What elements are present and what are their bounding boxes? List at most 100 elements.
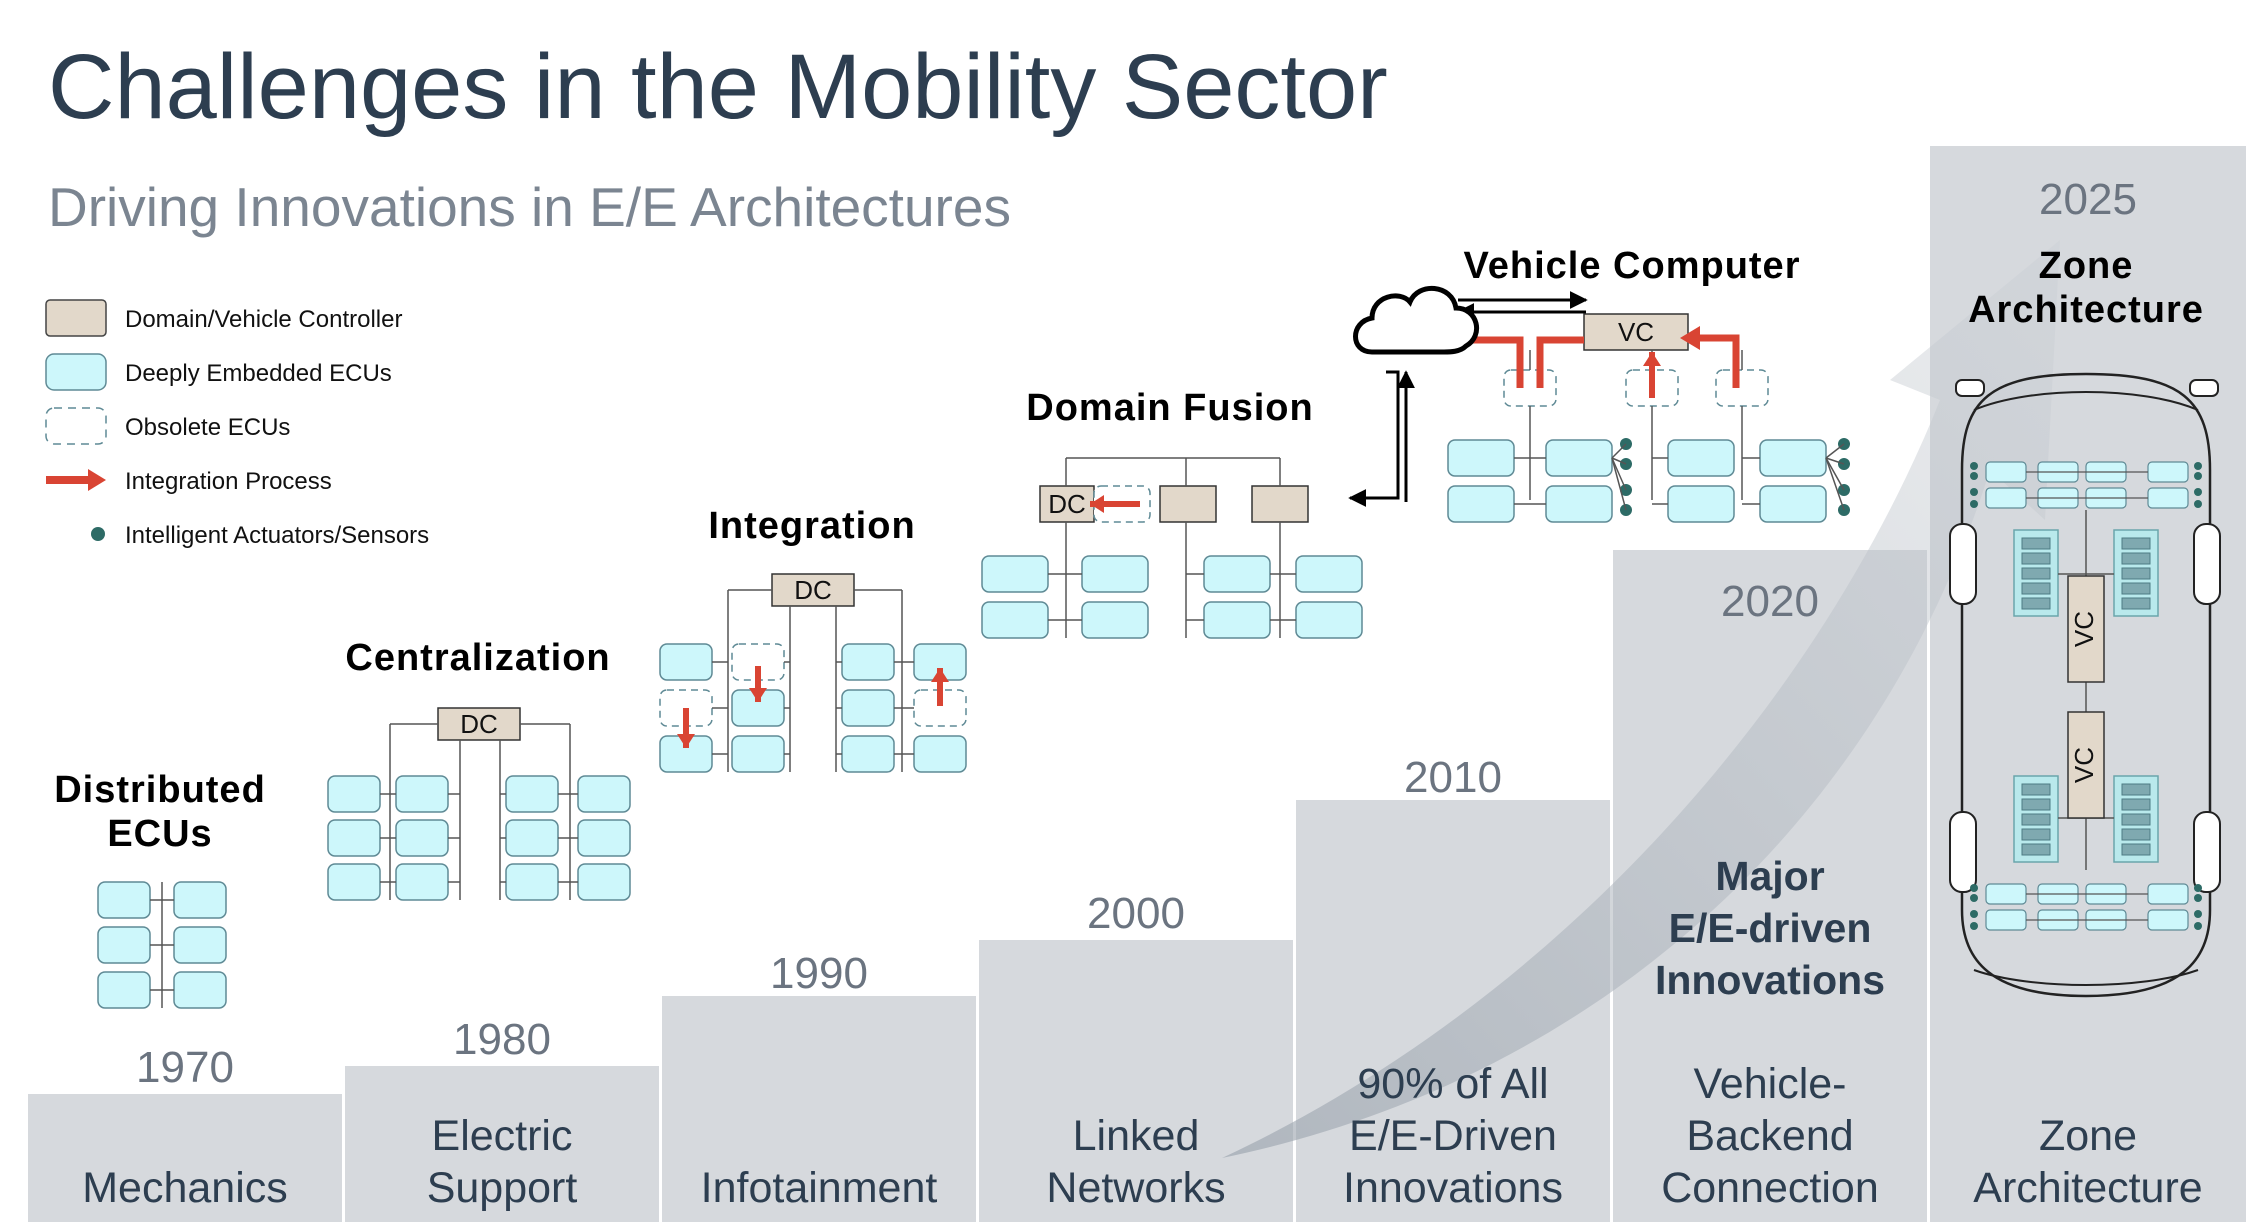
zone-ecu-box xyxy=(1985,461,2027,483)
integration-arrow xyxy=(1690,334,1740,388)
stage-title: ECUs xyxy=(107,813,212,855)
legend-ecu-box xyxy=(45,353,107,391)
zone-controller-slot xyxy=(2121,783,2151,796)
ecu-box xyxy=(1295,601,1363,639)
era-label: 90% of All xyxy=(1357,1060,1548,1108)
controller-label: DC xyxy=(794,575,832,605)
sensor-dot xyxy=(1970,488,1978,496)
sensor-dot xyxy=(2194,472,2202,480)
integration-arrow-head xyxy=(677,734,695,748)
ecu-box xyxy=(1081,555,1149,593)
zone-controller-slot xyxy=(2121,582,2151,595)
ecu-box xyxy=(1667,485,1735,523)
sensor-dot xyxy=(2194,488,2202,496)
year-label: 2020 xyxy=(1721,577,1819,626)
step-bar-1980 xyxy=(345,1066,659,1222)
ecu-box xyxy=(173,926,227,964)
ecu-box xyxy=(97,881,151,919)
controller-label: DC xyxy=(460,709,498,739)
obsolete-ecu-box xyxy=(1503,369,1557,407)
year-label: 1970 xyxy=(136,1043,234,1092)
cloud-icon xyxy=(1353,285,1479,355)
step-bar-1990 xyxy=(662,996,976,1222)
era-label: Architecture xyxy=(1973,1164,2202,1212)
page-subtitle: Driving Innovations in E/E Architectures xyxy=(48,176,1011,238)
zone-controller-slot xyxy=(2121,813,2151,826)
vehicle-computer-box xyxy=(2067,575,2105,683)
ecu-box xyxy=(577,775,631,813)
vehicle-computer-label: VC xyxy=(2069,747,2099,783)
ecu-box xyxy=(395,863,449,901)
ecu-box xyxy=(1447,439,1515,477)
bus-line xyxy=(1611,443,1627,459)
car-body xyxy=(1960,372,2212,998)
zone-controller-slot xyxy=(2121,552,2151,565)
car-mirror xyxy=(2189,379,2219,397)
legend-item-label: Integration Process xyxy=(125,468,332,495)
bus-line xyxy=(1825,457,1845,511)
vehicle-computer-box xyxy=(2067,711,2105,819)
era-label: E/E-Driven xyxy=(1349,1112,1557,1160)
ecu-box xyxy=(1759,439,1827,477)
year-label: 1990 xyxy=(770,949,868,998)
ecu-box xyxy=(841,689,895,727)
ecu-box xyxy=(505,819,559,857)
era-label: Connection xyxy=(1661,1164,1879,1212)
ecu-box xyxy=(505,775,559,813)
era-label: Vehicle- xyxy=(1694,1060,1847,1108)
year-label: 2000 xyxy=(1087,889,1185,938)
ecu-box xyxy=(731,735,785,773)
integration-arrow-head xyxy=(1090,495,1104,513)
zone-controller-slot xyxy=(2021,783,2051,796)
ecu-box xyxy=(981,555,1049,593)
zone-ecu-box xyxy=(2147,487,2189,509)
zone-ecu-box xyxy=(1985,883,2027,905)
ecu-box xyxy=(173,881,227,919)
step-bar-1970 xyxy=(28,1094,342,1222)
backend-arrow xyxy=(1348,370,1400,507)
timeline-labels: 1970Mechanics1980ElectricSupport1990Info… xyxy=(54,175,2203,1212)
car-hood-line xyxy=(1973,391,2199,411)
ecu-box xyxy=(327,863,381,901)
zone-controller-slot xyxy=(2121,537,2151,550)
zone-controller-slot xyxy=(2021,537,2051,550)
sensor-dot xyxy=(1970,910,1978,918)
integration-arrow xyxy=(1536,336,1584,388)
era-label: Backend xyxy=(1686,1112,1853,1160)
stage-title: Distributed xyxy=(54,769,266,811)
ecu-box xyxy=(97,971,151,1009)
car-wheel xyxy=(1949,811,1977,893)
ecu-box xyxy=(505,863,559,901)
zone-controller-slot xyxy=(2121,597,2151,610)
ecu-box xyxy=(395,819,449,857)
year-label: 1980 xyxy=(453,1015,551,1064)
zone-controller-slot xyxy=(2021,798,2051,811)
era-label: Linked xyxy=(1073,1112,1200,1160)
ecu-box xyxy=(1203,555,1271,593)
sensor-dot xyxy=(1970,894,1978,902)
sensor-dot xyxy=(2194,462,2202,470)
legend-item-label: Domain/Vehicle Controller xyxy=(125,306,402,333)
zone-controller-slot xyxy=(2021,582,2051,595)
zone-controller-slot xyxy=(2021,552,2051,565)
era-label: Infotainment xyxy=(701,1164,938,1212)
zone-controller-slot xyxy=(2021,813,2051,826)
sensor-dot xyxy=(2194,922,2202,930)
ecu-box xyxy=(841,735,895,773)
zone-ecu-box xyxy=(1985,909,2027,931)
zone-controller-slot xyxy=(2121,828,2151,841)
obsolete-ecu-box xyxy=(1715,369,1769,407)
era-label: Mechanics xyxy=(82,1164,288,1212)
sensor-dot xyxy=(2194,500,2202,508)
ecu-box xyxy=(327,819,381,857)
car-wheel xyxy=(2193,811,2221,893)
page-title: Challenges in the Mobility Sector xyxy=(48,36,1388,138)
bus-line xyxy=(1611,457,1627,465)
era-label: Zone xyxy=(2039,1112,2137,1160)
ecu-box xyxy=(1081,601,1149,639)
major-innovations-label: E/E-driven xyxy=(1669,905,1872,951)
sensor-dot xyxy=(1970,922,1978,930)
